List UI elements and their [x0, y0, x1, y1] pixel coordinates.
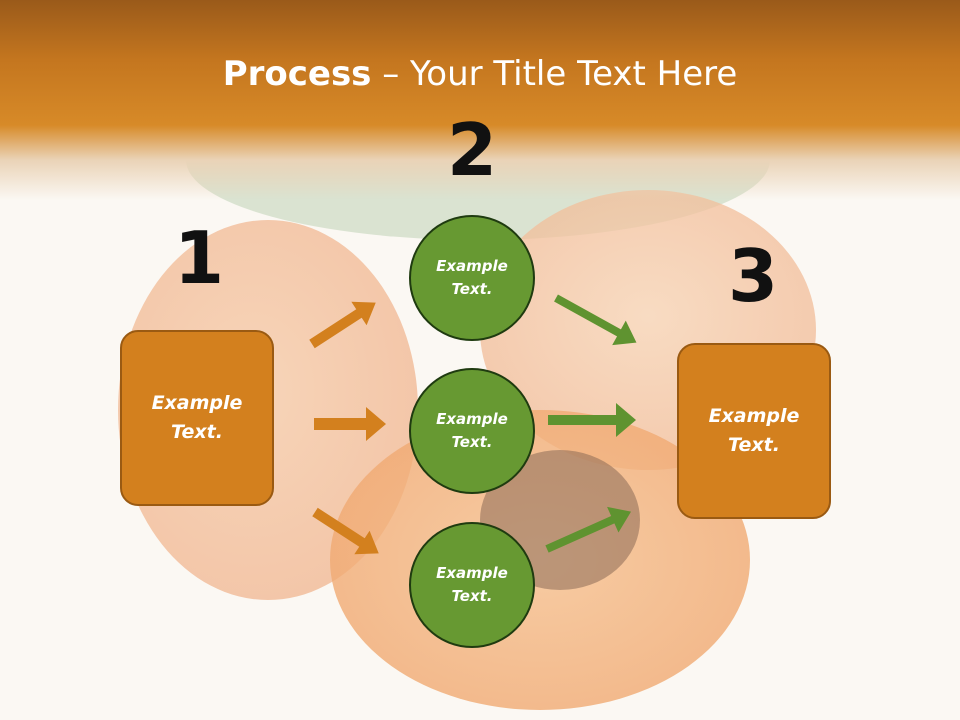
arrow-green-up [545, 506, 632, 553]
slide-title: Process – Your Title Text Here [0, 52, 960, 96]
arrow-orange-mid [314, 407, 386, 441]
arrow-orange-down [312, 507, 379, 555]
circle-top[interactable]: Example Text. [409, 215, 535, 341]
arrow-green-mid [548, 403, 636, 437]
step-number-3: 3 [727, 234, 779, 318]
green-arrows [545, 294, 637, 553]
circle-middle[interactable]: Example Text. [409, 368, 535, 494]
right-process-box[interactable]: Example Text. [677, 343, 831, 519]
arrow-green-down [554, 294, 637, 346]
orange-arrows [309, 301, 386, 555]
circle-bottom[interactable]: Example Text. [409, 522, 535, 648]
header-band [0, 0, 960, 200]
step-number-2: 2 [446, 108, 498, 192]
title-bold: Process [222, 54, 372, 94]
title-rest: – Your Title Text Here [371, 54, 738, 94]
step-number-1: 1 [173, 216, 225, 300]
arrow-orange-up [309, 301, 376, 349]
left-process-box[interactable]: Example Text. [120, 330, 274, 506]
